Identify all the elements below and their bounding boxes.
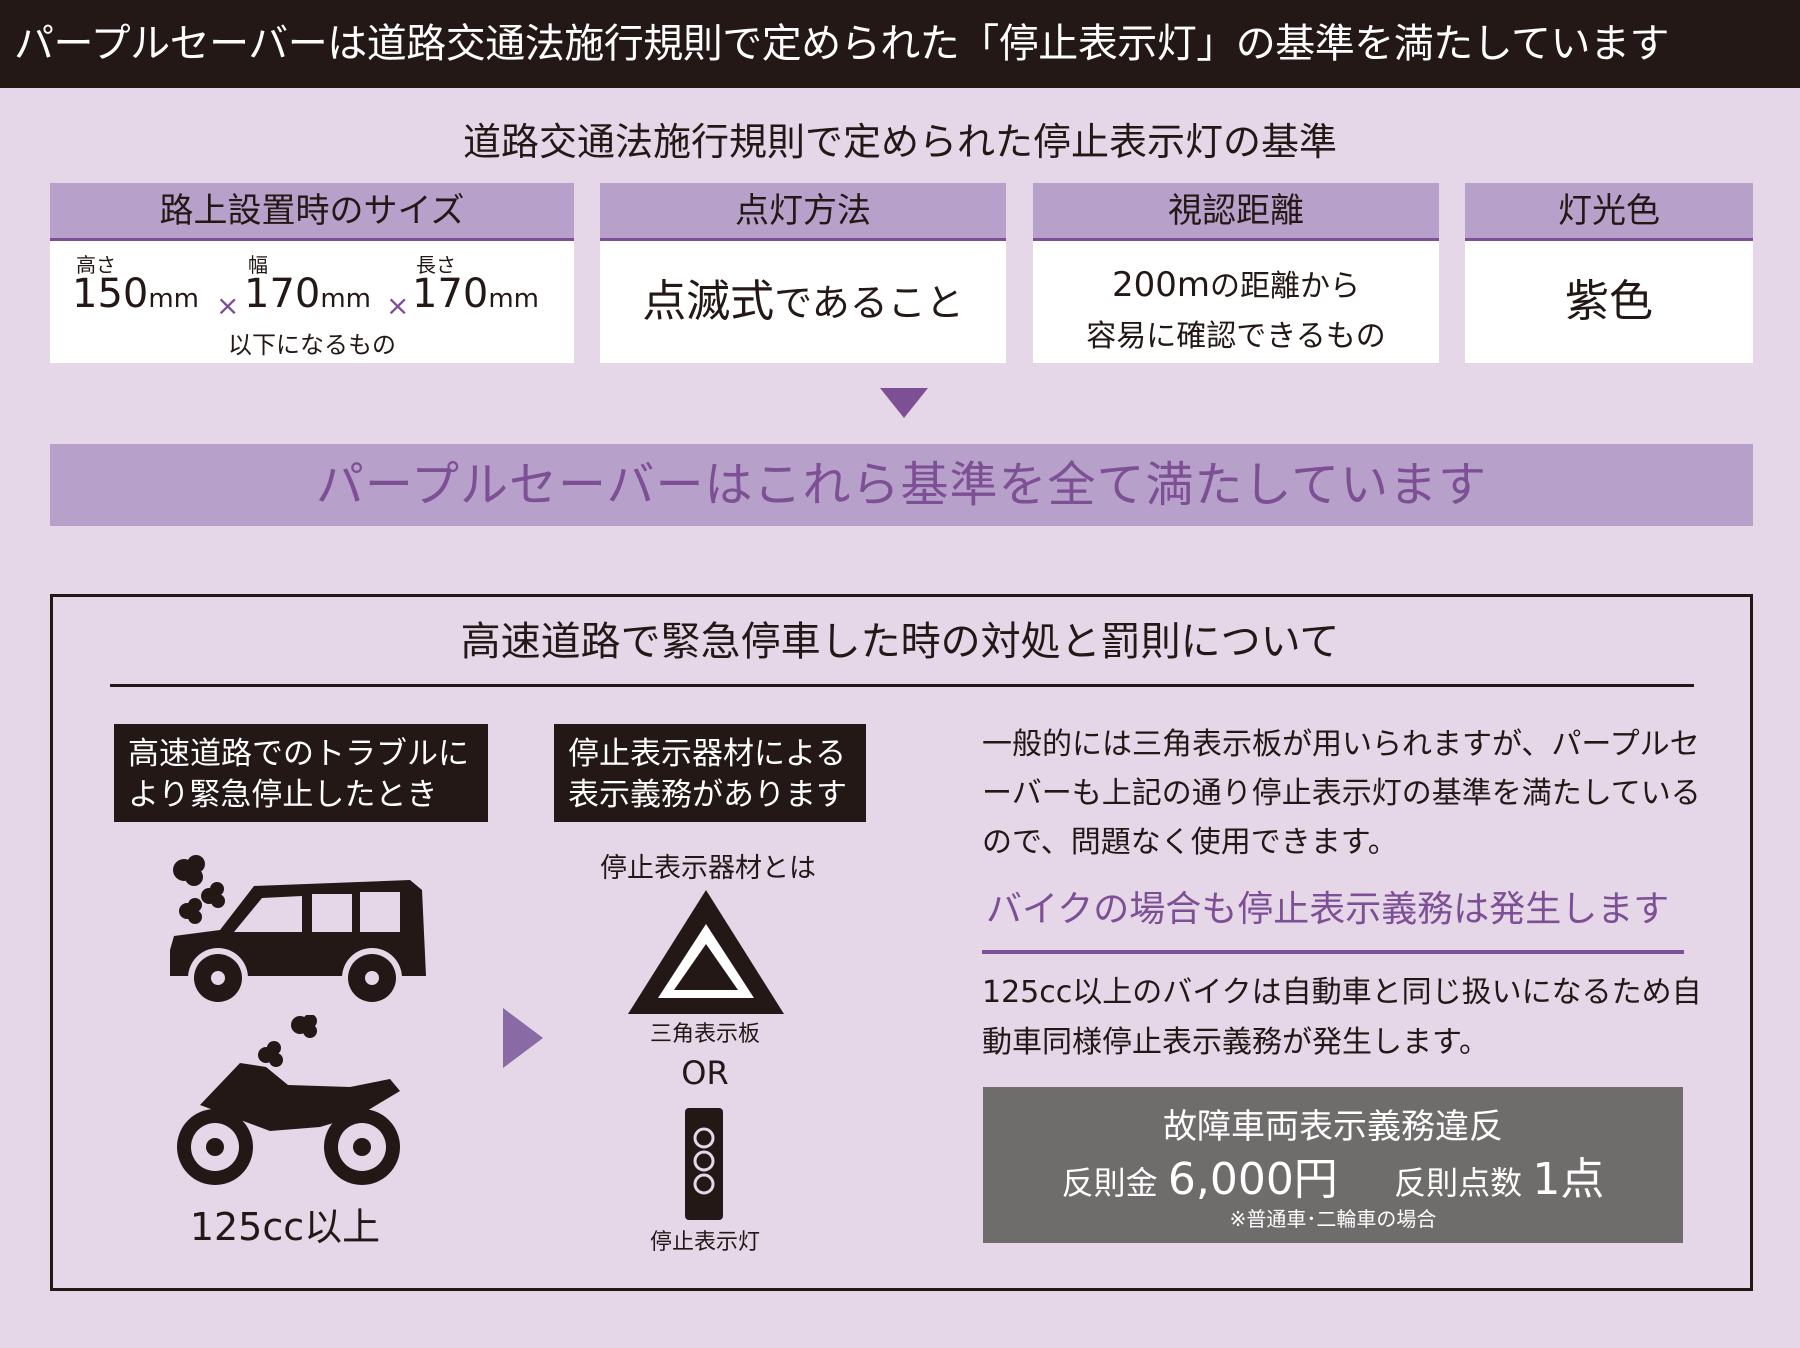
duty-box: 停止表示器材による 表示義務があります	[554, 724, 866, 822]
criterion-size-card: 路上設置時のサイズ 高さ 150mm × 幅 170mm × 長さ 170mm …	[50, 183, 574, 363]
penalty-title: 故障車両表示義務違反	[1163, 1107, 1503, 1147]
bike-text: 125cc以上のバイクは自動車と同じ扱いになるため自動車同様停止表示義務が発生し…	[982, 975, 1702, 1060]
broken-motorbike-icon	[177, 1015, 400, 1185]
size-note: 以下になるもの	[228, 331, 396, 359]
criterion-lighting-card: 点灯方法 点滅式であること	[600, 183, 1006, 363]
criterion-color-value: 紫色	[1565, 276, 1653, 327]
width-label: 幅	[248, 253, 268, 277]
criterion-color-head: 灯光色	[1465, 183, 1753, 241]
broken-car-icon	[170, 855, 426, 1008]
times-sign: ×	[216, 289, 240, 322]
criterion-lighting-value: 点滅式であること	[642, 276, 964, 327]
satisfy-banner: パープルセーバーはこれら基準を全て満たしています	[50, 444, 1753, 526]
lamp-label: 停止表示灯	[649, 1230, 760, 1255]
length-label: 長さ	[416, 253, 456, 277]
width-value: 170mm	[244, 271, 372, 317]
trouble-line2: より緊急停止したとき	[128, 777, 438, 813]
duty-line1: 停止表示器材による	[568, 736, 847, 772]
or-label: OR	[681, 1054, 729, 1092]
warning-triangle-icon	[628, 890, 784, 1014]
highway-panel-title: 高速道路で緊急停車した時の対処と罰則について	[460, 619, 1340, 665]
bike-heading: バイクの場合も停止表示義務は発生します	[986, 889, 1670, 930]
arrow-down-icon	[880, 388, 928, 418]
points-value: 1点	[1532, 1154, 1605, 1205]
length-value: 170mm	[412, 271, 540, 317]
criterion-color-card: 灯光色 紫色	[1465, 183, 1753, 363]
times-sign: ×	[386, 289, 410, 322]
height-value: 150mm	[72, 271, 200, 317]
fine-value: 6,000円	[1167, 1154, 1338, 1205]
criterion-size-body: 高さ 150mm × 幅 170mm × 長さ 170mm 以下になるもの	[50, 241, 574, 363]
fine-label: 反則金	[1061, 1164, 1158, 1202]
triangle-label: 三角表示板	[649, 1022, 760, 1047]
criterion-size-head: 路上設置時のサイズ	[50, 183, 574, 241]
penalty-box: 故障車両表示義務違反 反則金 6,000円 反則点数 1点 ※普通車･二輪車の場…	[983, 1087, 1683, 1243]
highway-panel	[50, 594, 1753, 1291]
distance-line1: 200mの距離から	[1111, 265, 1360, 305]
cc-label: 125cc以上	[189, 1205, 381, 1249]
stop-lamp-icon	[685, 1108, 723, 1220]
standards-title: 道路交通法施行規則で定められた停止表示灯の基準	[462, 120, 1337, 164]
arrow-right-icon	[503, 1008, 543, 1068]
duty-line2: 表示義務があります	[568, 777, 847, 813]
trouble-line1: 高速道路でのトラブルに	[128, 736, 469, 772]
divider	[110, 684, 1694, 687]
criterion-lighting-head: 点灯方法	[600, 183, 1006, 241]
criterion-distance-body: 200mの距離から 容易に確認できるもの	[1033, 241, 1439, 363]
criterion-distance-card: 視認距離 200mの距離から 容易に確認できるもの	[1033, 183, 1439, 363]
top-banner: パープルセーバーは道路交通法施行規則で定められた「停止表示灯」の基準を満たしてい…	[0, 0, 1800, 88]
equipment-label: 停止表示器材とは	[600, 853, 816, 884]
general-text: 一般的には三角表示板が用いられますが、パープルセーバーも上記の通り停止表示灯の基…	[982, 727, 1701, 860]
points-label: 反則点数	[1394, 1164, 1523, 1202]
penalty-note: ※普通車･二輪車の場合	[1229, 1207, 1437, 1231]
criterion-distance-head: 視認距離	[1033, 183, 1439, 241]
trouble-box: 高速道路でのトラブルに より緊急停止したとき	[114, 724, 488, 822]
height-label: 高さ	[76, 253, 116, 277]
penalty-row: 反則金 6,000円 反則点数 1点	[983, 1143, 1683, 1207]
divider	[982, 950, 1684, 954]
distance-line2: 容易に確認できるもの	[1086, 319, 1386, 354]
